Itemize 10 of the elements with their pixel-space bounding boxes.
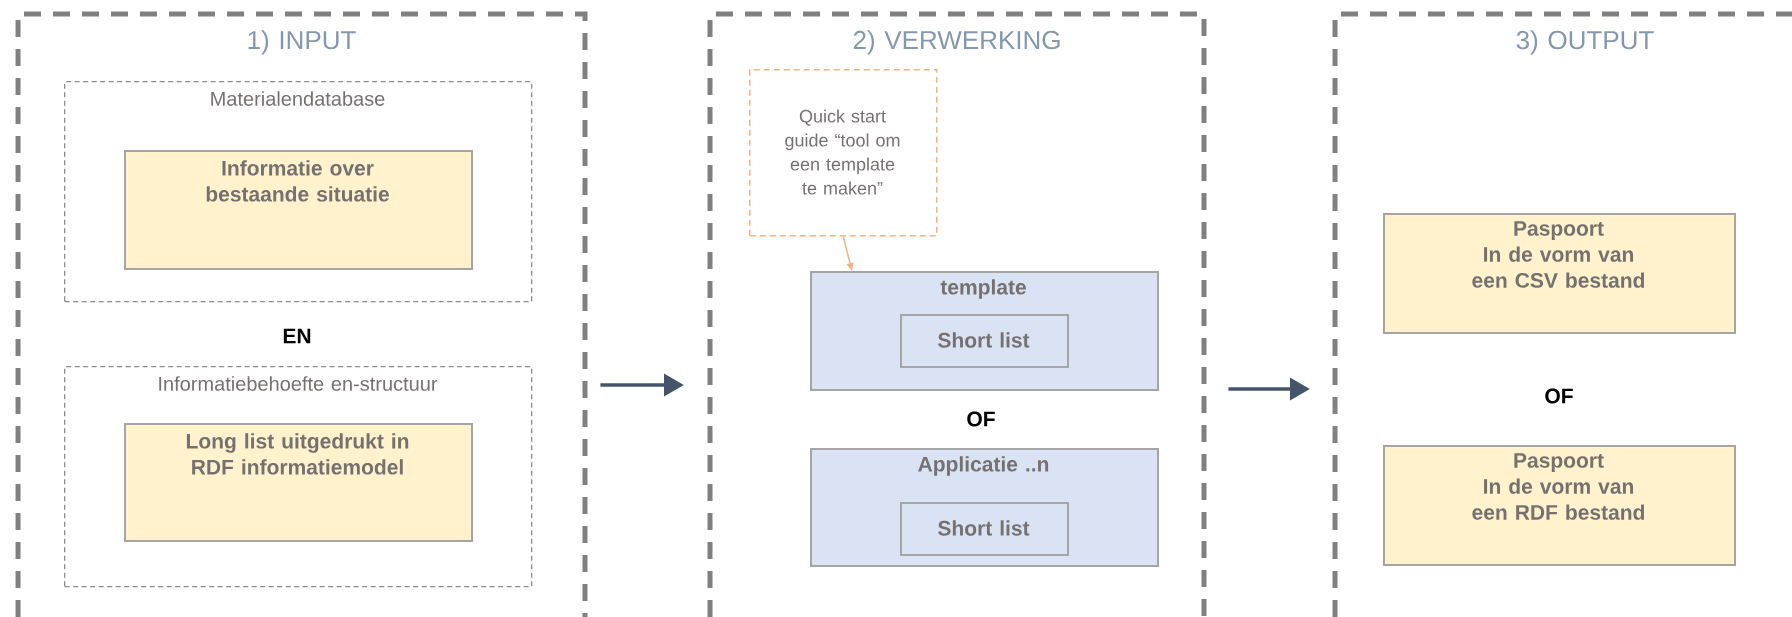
connector-word: OF (967, 411, 995, 427)
list-box: Short list (900, 502, 1069, 556)
connector-word: OF (1545, 388, 1573, 404)
connector-word: EN (283, 328, 311, 344)
info-box: Paspoort In de vorm van een RDF bestand (1383, 445, 1736, 566)
list-box: Short list (900, 314, 1069, 368)
info-box: Long list uitgedrukt in RDF informatiemodel (124, 423, 473, 542)
note-box: Quick start guide “tool om een template te maken” (749, 69, 938, 237)
info-box: Paspoort In de vorm van een CSV bestand (1383, 213, 1736, 334)
info-box: Informatie over bestaande situatie (124, 150, 473, 270)
